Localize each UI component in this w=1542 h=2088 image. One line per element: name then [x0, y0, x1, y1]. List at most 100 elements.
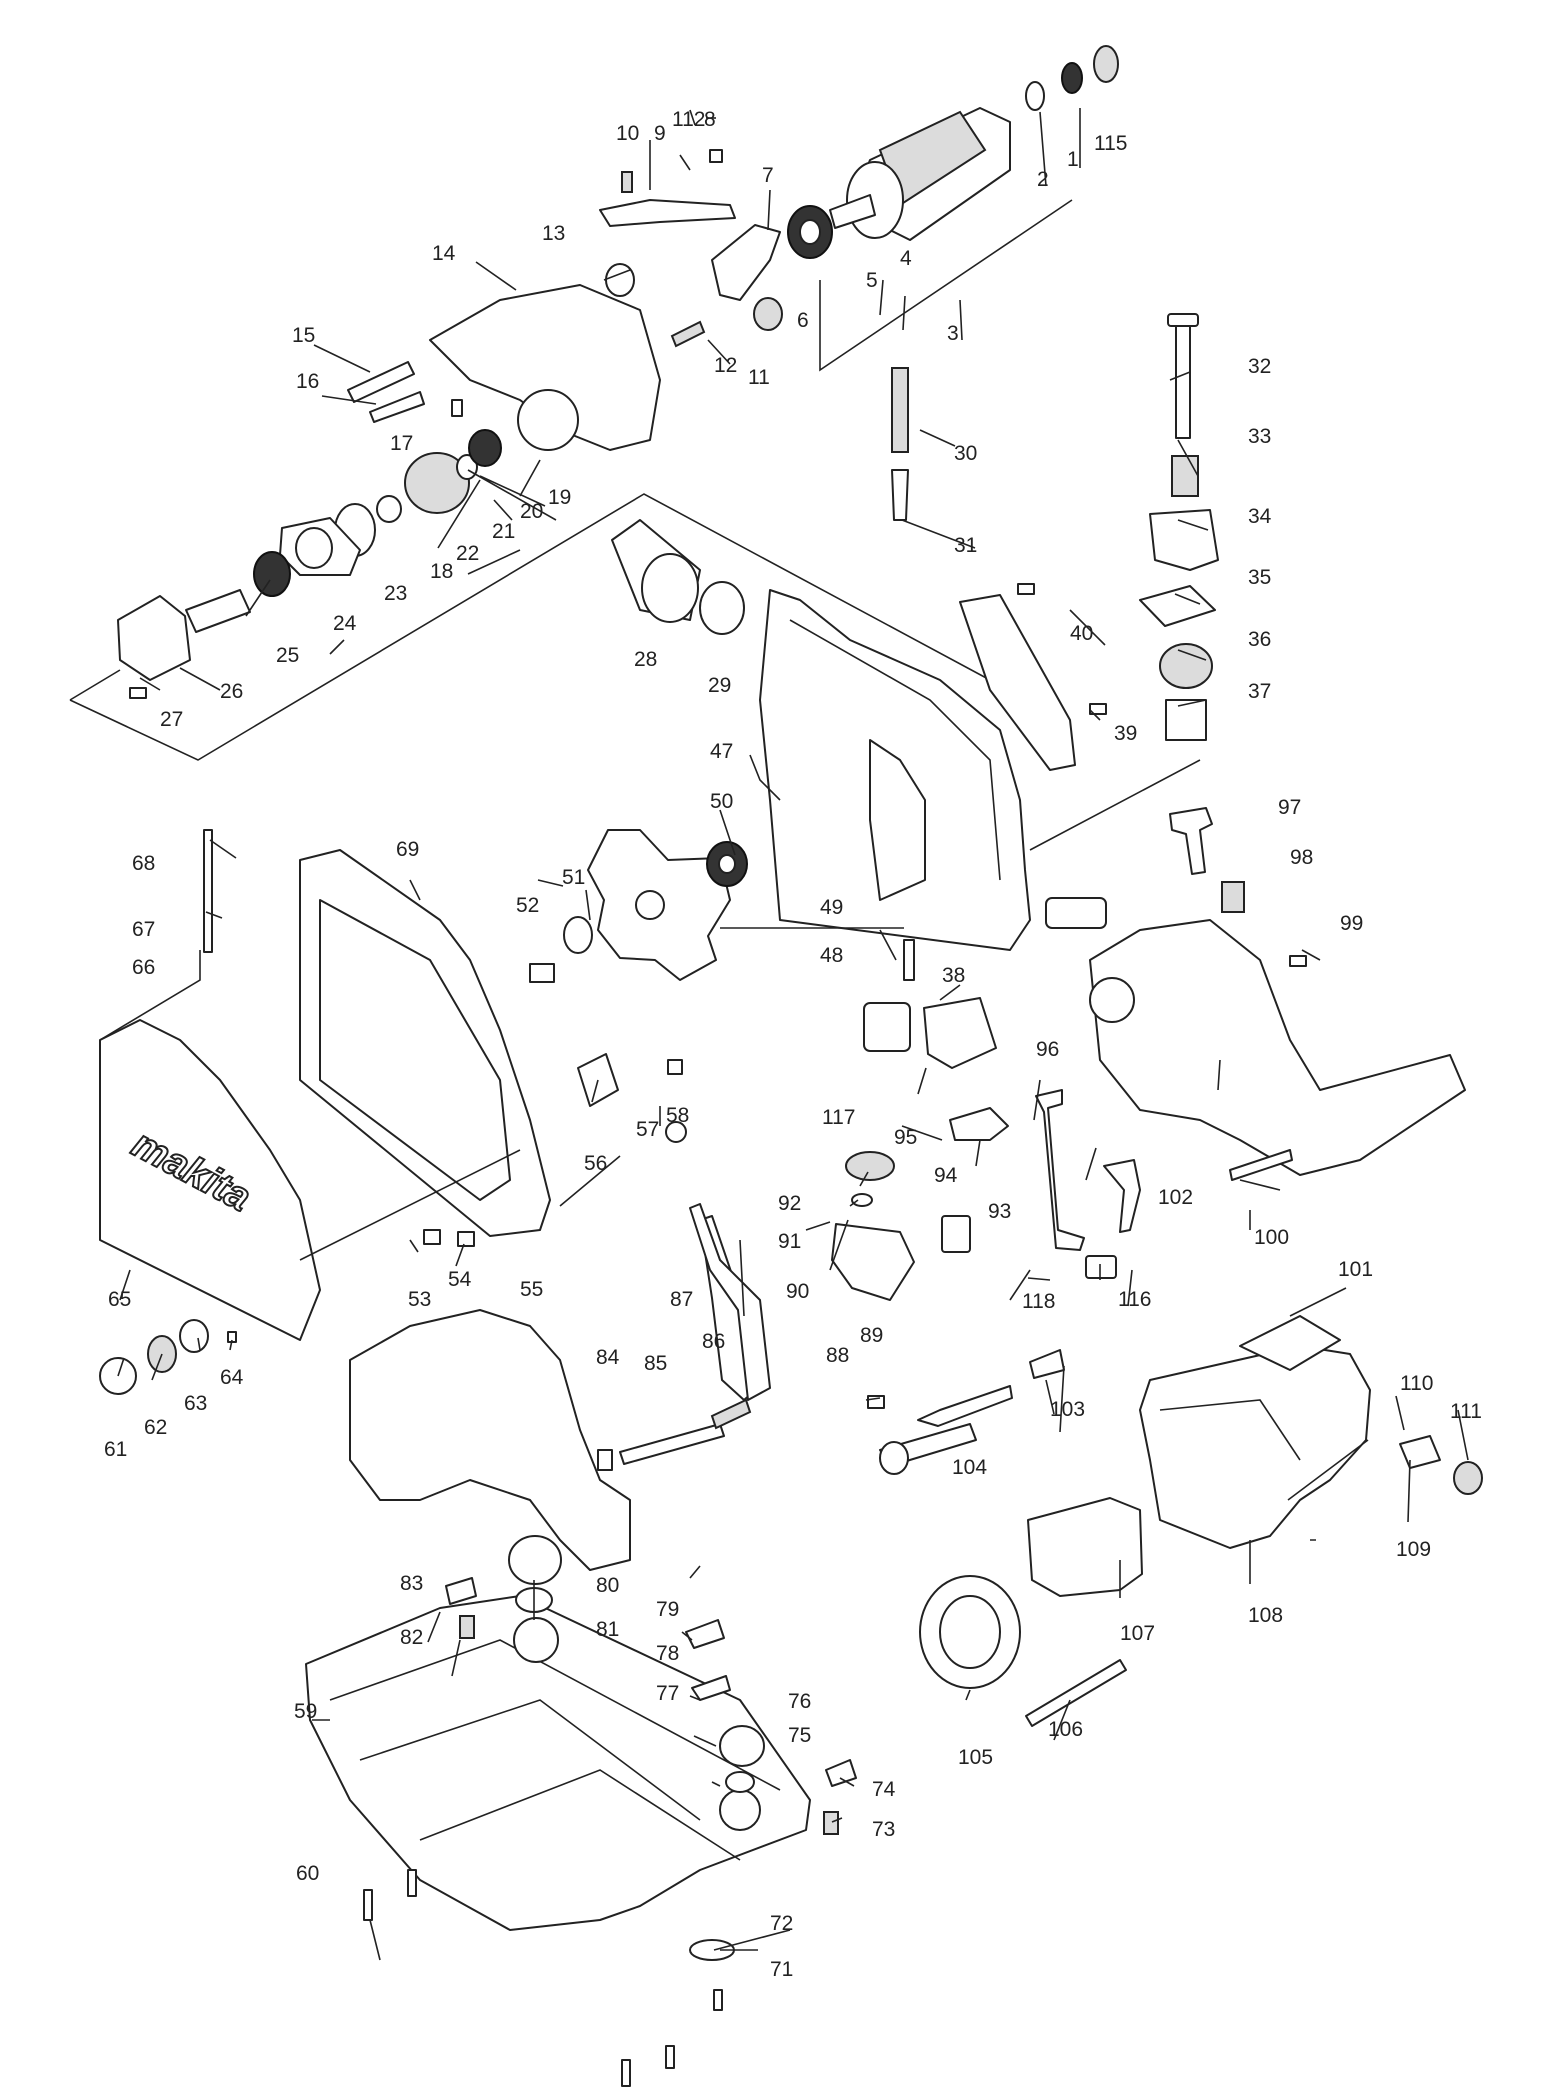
callout-59: 59 — [294, 1700, 317, 1723]
callout-68: 68 — [132, 852, 155, 875]
callout-116: 116 — [1118, 1288, 1151, 1311]
callout-6: 6 — [797, 309, 809, 332]
callout-23: 23 — [384, 582, 407, 605]
callout-92: 92 — [778, 1192, 801, 1215]
callout-78: 78 — [656, 1642, 679, 1665]
callout-61: 61 — [104, 1438, 127, 1461]
callout-117: 117 — [822, 1106, 855, 1129]
callout-90: 90 — [786, 1280, 809, 1303]
callout-36: 36 — [1248, 628, 1271, 651]
callout-19: 19 — [548, 486, 571, 509]
callout-110: 110 — [1400, 1372, 1433, 1395]
callout-18: 18 — [430, 560, 453, 583]
callout-95: 95 — [894, 1126, 917, 1149]
blade-guard — [563, 519, 1107, 981]
callout-25: 25 — [276, 644, 299, 667]
callout-29: 29 — [708, 674, 731, 697]
bevel-bracket — [349, 1203, 771, 1571]
callout-100: 100 — [1254, 1226, 1289, 1249]
callout-86: 86 — [702, 1330, 725, 1353]
callout-108: 108 — [1248, 1604, 1283, 1627]
callout-80: 80 — [596, 1574, 619, 1597]
callout-97: 97 — [1278, 796, 1301, 819]
callout-75: 75 — [788, 1724, 811, 1747]
callout-76: 76 — [788, 1690, 811, 1713]
callout-7: 7 — [762, 164, 774, 187]
callout-101: 101 — [1338, 1258, 1373, 1281]
callout-109: 109 — [1396, 1538, 1431, 1561]
callout-88: 88 — [826, 1344, 849, 1367]
callout-48: 48 — [820, 944, 843, 967]
callout-8: 8 — [704, 108, 716, 131]
gear-housing — [347, 171, 783, 451]
callout-11: 11 — [748, 366, 770, 389]
callout-102: 102 — [1158, 1186, 1193, 1209]
callout-103: 103 — [1050, 1398, 1085, 1421]
callout-39: 39 — [1114, 722, 1137, 745]
callout-96: 96 — [1036, 1038, 1059, 1061]
motor-housing — [879, 1315, 1483, 1727]
callout-22: 22 — [456, 542, 479, 565]
callout-94: 94 — [934, 1164, 958, 1187]
callout-63: 63 — [184, 1392, 207, 1415]
callout-115: 115 — [1094, 132, 1127, 155]
callout-49: 49 — [820, 896, 843, 919]
callout-26: 26 — [220, 680, 243, 703]
callout-93: 93 — [988, 1200, 1011, 1223]
callout-14: 14 — [432, 242, 456, 265]
callout-64: 64 — [220, 1366, 244, 1389]
callout-9: 9 — [654, 122, 666, 145]
callout-83: 83 — [400, 1572, 423, 1595]
callout-73: 73 — [872, 1818, 895, 1841]
callout-2: 2 — [1037, 168, 1049, 191]
callout-58: 58 — [666, 1104, 689, 1127]
callout-62: 62 — [144, 1416, 167, 1439]
callout-79: 79 — [656, 1598, 679, 1621]
lower-guard: makita — [99, 829, 687, 1341]
callout-10: 10 — [616, 122, 639, 145]
callout-57: 57 — [636, 1118, 659, 1141]
callout-105: 105 — [958, 1746, 993, 1769]
callout-33: 33 — [1248, 425, 1271, 448]
group-boundary-top — [69, 493, 991, 761]
callout-15: 15 — [292, 324, 315, 347]
callout-71: 71 — [770, 1958, 793, 1981]
callout-40: 40 — [1070, 622, 1093, 645]
callout-99: 99 — [1340, 912, 1363, 935]
callout-50: 50 — [710, 790, 733, 813]
depth-stop-assembly — [891, 313, 1219, 741]
rear-handle — [1089, 807, 1466, 1181]
callout-67: 67 — [132, 918, 155, 941]
callout-65: 65 — [108, 1288, 131, 1311]
callout-1: 1 — [1067, 148, 1079, 171]
small-parts-left — [99, 1319, 237, 1395]
callout-81: 81 — [596, 1618, 619, 1641]
callout-91: 91 — [778, 1230, 801, 1253]
callout-21: 21 — [492, 520, 515, 543]
screws — [129, 117, 1307, 2087]
callout-111: 111 — [1450, 1400, 1482, 1423]
callout-4: 4 — [900, 247, 912, 270]
callout-85: 85 — [644, 1352, 667, 1375]
callout-32: 32 — [1248, 355, 1271, 378]
callout-28: 28 — [634, 648, 657, 671]
callout-60: 60 — [296, 1862, 319, 1885]
callout-47: 47 — [710, 740, 733, 763]
callout-107: 107 — [1120, 1622, 1155, 1645]
callout-72: 72 — [770, 1912, 793, 1935]
callout-31: 31 — [954, 534, 977, 557]
callout-labels: 1 2 3 4 5 6 7 8 9 10 11 12 13 14 15 16 1… — [104, 108, 1482, 1981]
callout-56: 56 — [584, 1152, 607, 1175]
callout-3: 3 — [947, 322, 959, 345]
callout-17: 17 — [390, 432, 413, 455]
callout-66: 66 — [132, 956, 155, 979]
callout-37: 37 — [1248, 680, 1271, 703]
callout-106: 106 — [1048, 1718, 1083, 1741]
callout-77: 77 — [656, 1682, 679, 1705]
callout-51: 51 — [562, 866, 585, 889]
callout-54: 54 — [448, 1268, 472, 1291]
callout-35: 35 — [1248, 566, 1271, 589]
group-boundary-left — [69, 669, 121, 701]
callout-52: 52 — [516, 894, 539, 917]
leader-lines — [99, 108, 1469, 1961]
